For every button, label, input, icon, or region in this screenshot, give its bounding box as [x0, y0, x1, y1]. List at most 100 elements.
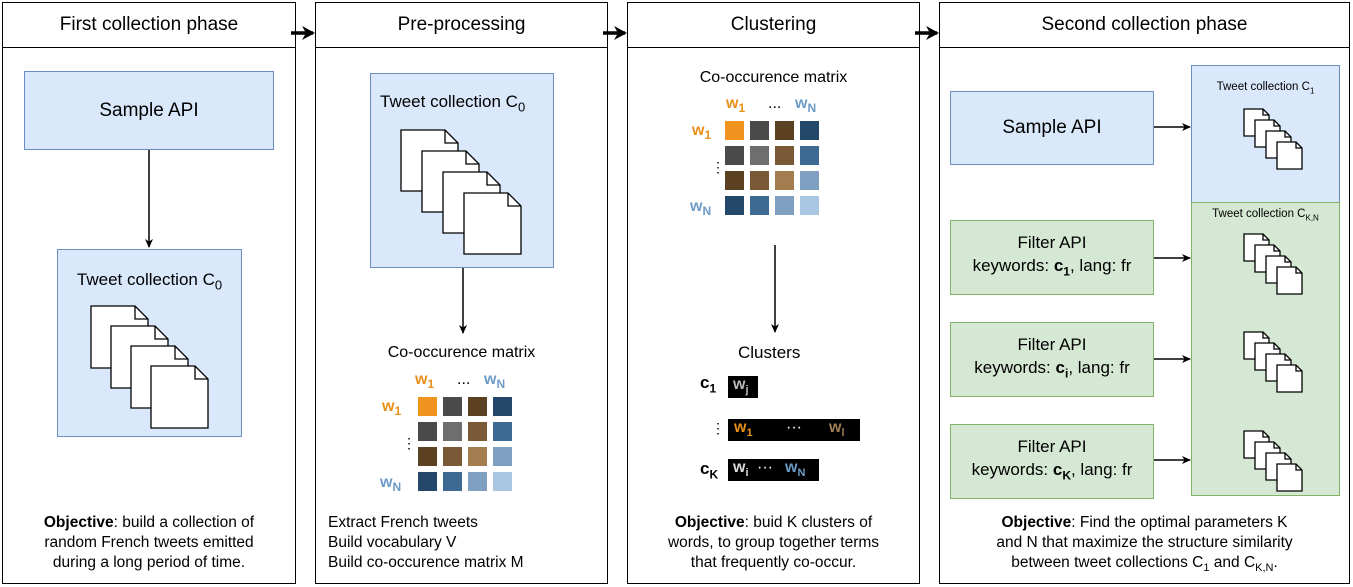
matrix-row-labels: w1 ⋮ wN	[380, 398, 416, 495]
matrix-cell	[750, 146, 769, 165]
matrix-cell	[468, 447, 487, 466]
matrix-cell	[443, 447, 462, 466]
matrix-cell	[418, 472, 437, 491]
matrix-cell	[725, 171, 744, 190]
cluster-K-words: wi ··· wN	[728, 459, 819, 481]
tweet-collection-label: Tweet collection CK,N	[1212, 208, 1319, 223]
document-fold	[1295, 365, 1302, 372]
matrix-cell	[800, 146, 819, 165]
matrix-cell	[725, 146, 744, 165]
matrix-cell	[468, 472, 487, 491]
document-stack-icon	[90, 305, 209, 429]
tweet-collection-box: Tweet collection C0	[370, 73, 554, 268]
document-page	[1276, 364, 1303, 393]
document-fold	[1295, 464, 1302, 471]
document-page	[1276, 141, 1303, 170]
sample-api-label: Sample API	[99, 99, 199, 121]
matrix-cell	[493, 422, 512, 441]
document-fold	[465, 151, 479, 165]
cooccurrence-title: Co-occurence matrix	[387, 344, 536, 361]
matrix-col-labels: w1 ... wN	[415, 371, 506, 392]
document-stack-icon	[1243, 233, 1303, 295]
document-fold	[1262, 332, 1269, 339]
tweet-collection-c1-box: Tweet collection C1	[1191, 65, 1340, 203]
matrix-cell	[418, 397, 437, 416]
document-fold	[1295, 142, 1302, 149]
document-fold	[1284, 453, 1291, 460]
filter-api-box-cK: Filter API keywords: cK, lang: fr	[950, 424, 1154, 499]
cluster-i-words: w1 ··· wl	[728, 419, 860, 441]
document-fold	[1295, 267, 1302, 274]
cluster-label-cK: cK	[700, 459, 719, 482]
document-stack-icon	[1243, 430, 1303, 492]
document-fold	[486, 172, 500, 186]
matrix-cell	[418, 422, 437, 441]
matrix-cell	[800, 171, 819, 190]
sample-api-box: Sample API	[950, 91, 1154, 165]
matrix-cell	[725, 196, 744, 215]
cooccurrence-matrix	[725, 121, 825, 221]
matrix-cell	[493, 397, 512, 416]
matrix-cell	[725, 121, 744, 140]
cooccurrence-matrix	[418, 397, 518, 497]
matrix-cell	[775, 121, 794, 140]
matrix-cell	[775, 171, 794, 190]
matrix-cell	[443, 397, 462, 416]
matrix-cell	[443, 422, 462, 441]
tweet-collection-label: Tweet collection C0	[380, 92, 526, 115]
document-fold	[1262, 431, 1269, 438]
document-fold	[507, 193, 521, 207]
document-fold	[1273, 120, 1280, 127]
panel-title: Second collection phase	[940, 3, 1349, 48]
matrix-cell	[775, 146, 794, 165]
matrix-cell	[750, 171, 769, 190]
tweet-collection-label: Tweet collection C0	[76, 270, 223, 293]
sample-api-label: Sample API	[1002, 117, 1102, 138]
cluster-1-words: wj	[728, 376, 758, 398]
panel-clustering: Clustering	[627, 2, 920, 584]
document-fold	[444, 130, 458, 144]
document-page	[1276, 463, 1303, 492]
document-fold	[1273, 245, 1280, 252]
matrix-cell	[775, 196, 794, 215]
document-page	[150, 365, 209, 429]
matrix-cell	[800, 196, 819, 215]
cluster-vdots: ⋮	[711, 420, 725, 436]
document-fold	[1262, 109, 1269, 116]
matrix-cell	[493, 447, 512, 466]
document-fold	[174, 346, 188, 360]
matrix-cell	[468, 397, 487, 416]
document-stack-icon	[1243, 331, 1303, 393]
document-fold	[154, 326, 168, 340]
objective-text: Objective: build a collection of random …	[43, 514, 255, 571]
document-page	[463, 192, 522, 255]
matrix-cell	[800, 121, 819, 140]
document-fold	[194, 366, 208, 380]
matrix-cell	[468, 422, 487, 441]
matrix-col-labels: w1 ... wN	[726, 95, 817, 116]
document-fold	[134, 306, 148, 320]
matrix-cell	[750, 121, 769, 140]
matrix-cell	[493, 472, 512, 491]
matrix-cell	[443, 472, 462, 491]
matrix-cell	[750, 196, 769, 215]
sample-api-box: Sample API	[24, 71, 274, 150]
panel-title: Clustering	[628, 3, 919, 48]
filter-api-box-c1: Filter API keywords: c1, lang: fr	[950, 220, 1154, 295]
document-stack-icon	[400, 129, 522, 255]
objective-text: Objective: buid K clusters of words, to …	[667, 514, 880, 571]
document-fold	[1284, 131, 1291, 138]
cooccurrence-title: Co-occurence matrix	[699, 69, 848, 86]
tweet-collection-ckn-box: Tweet collection CK,N	[1191, 202, 1340, 496]
cluster-label-c1: c1	[700, 373, 717, 396]
objective-text: Objective: Find the optimal parameters K…	[996, 514, 1293, 575]
tweet-collection-label: Tweet collection C1	[1216, 81, 1315, 96]
clusters-title: Clusters	[738, 343, 801, 362]
document-page	[1276, 266, 1303, 295]
document-fold	[1284, 256, 1291, 263]
tweet-collection-box: Tweet collection C0	[57, 249, 242, 437]
document-fold	[1284, 354, 1291, 361]
matrix-cell	[418, 447, 437, 466]
filter-api-box-ci: Filter API keywords: ci, lang: fr	[950, 322, 1154, 397]
